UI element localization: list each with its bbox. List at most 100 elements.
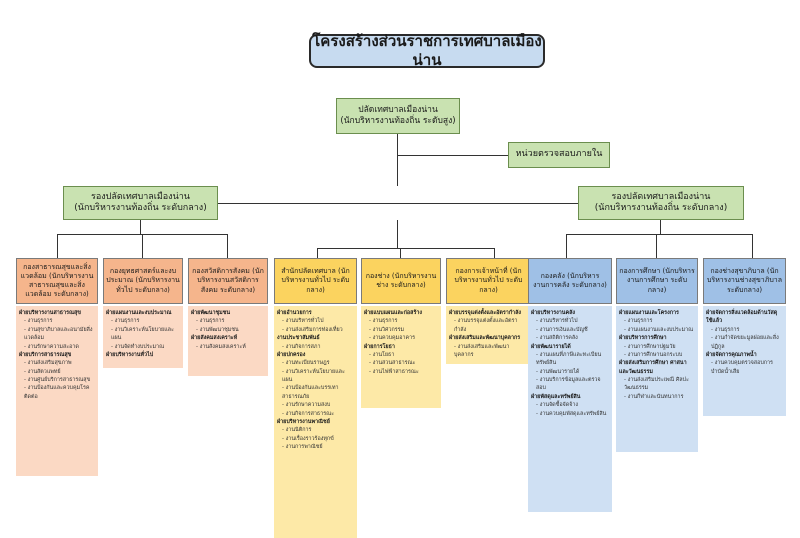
department-sections-8: ฝ่ายแผนงานและโครงการ- งานธุรการ- งานแผนง… <box>616 306 698 452</box>
section-title: ฝ่ายบรรจุแต่งตั้งและอัตรากำลัง <box>449 310 522 316</box>
section-item: - งานไฟฟ้าสาธารณะ <box>369 368 419 375</box>
section-item: - งานนิติการ <box>282 427 312 434</box>
deputy-left-box: รองปลัดเทศบาลเมืองน่าน (นักบริหารงานท้อง… <box>63 186 218 220</box>
department-sections-9: ฝ่ายจัดการสิ่งแวดล้อมด้านวัสดุใช้แล้ว- ง… <box>703 306 786 416</box>
deputy-right-title: รองปลัดเทศบาลเมืองน่าน <box>611 191 711 202</box>
department-box-4: สำนักปลัดเทศบาล (นักบริหารงานทั่วไป ระดั… <box>274 258 357 304</box>
department-box-3: กองสวัสดิการสังคม (นักบริหารงานสวัสดิการ… <box>188 258 268 304</box>
section-item: - งานวิศวกรรม <box>369 326 405 333</box>
section-title: ฝ่ายพัฒนารายได้ <box>531 343 571 350</box>
page-title: โครงสร้างส่วนราชการเทศบาลเมืองน่าน <box>309 32 545 69</box>
department-sections-3: ฝ่ายพัฒนาชุมชน- งานธุรการ- งานพัฒนาชุมชน… <box>188 306 268 376</box>
section-title: ฝ่ายแผนงานและโครงการ <box>619 310 679 316</box>
connector-chief-down <box>397 134 398 186</box>
connector-d8 <box>656 234 657 258</box>
connector-d7 <box>566 234 567 258</box>
section-item: - งานการเงินและบัญชี <box>536 326 588 333</box>
deputy-right-rank: (นักบริหารงานท้องถิ่น ระดับกลาง) <box>594 203 728 213</box>
section-item: - งานกิจการสาธารณะ <box>282 410 335 417</box>
section-item: - งานป้องกันและควบคุมโรคติดต่อ <box>24 385 90 400</box>
connector-d5 <box>400 248 401 258</box>
section-title: ฝ่ายจัดการคุณภาพน้ำ <box>706 351 757 358</box>
section-item: - งานควบคุมตรวจสอบการบำบัดน้ำเสีย <box>711 360 773 375</box>
section-title: ฝ่ายส่งเสริมการศึกษา ศาสนาและวัฒนธรรม <box>619 360 687 375</box>
section-item: - งานจัดซื้อจัดจ้าง <box>536 402 579 409</box>
connector-d1 <box>57 234 58 258</box>
section-item: - งานป้องกันและบรรเทาสาธารณภัย <box>282 385 339 400</box>
section-item: - งานโยธา <box>369 351 395 358</box>
department-box-8: กองการศึกษา (นักบริหารงานการศึกษา ระดับก… <box>616 258 698 304</box>
department-box-2: กองยุทธศาสตร์และงบประมาณ (นักบริหารงานทั… <box>103 258 183 304</box>
section-item: - งานธุรการ <box>24 318 53 325</box>
section-item: - งานสัตวแพทย์ <box>24 368 61 375</box>
section-item: - งานการพาณิชย์ <box>282 444 323 450</box>
section-title: ฝ่ายบริการสาธารณสุข <box>19 351 72 358</box>
section-item: - งานธุรการ <box>196 318 225 325</box>
connector-d6 <box>494 248 495 258</box>
connector-center-down <box>397 220 398 248</box>
section-title: ฝ่ายบริหารงานคลัง <box>531 310 576 316</box>
section-title: ฝ่ายจัดการสิ่งแวดล้อมด้านวัสดุใช้แล้ว <box>706 310 778 325</box>
department-box-7: กองคลัง (นักบริหารงานการคลัง ระดับกลาง) <box>528 258 612 304</box>
section-item: - งานธุรการ <box>369 318 398 325</box>
section-title: ฝ่ายอำนวยการ <box>277 310 312 316</box>
connector-d9 <box>752 234 753 258</box>
section-item: - งานบรรจุแต่งตั้งและอัตรากำลัง <box>454 318 518 333</box>
audit-box: หน่วยตรวจสอบภายใน <box>508 142 610 168</box>
section-item: - งานควบคุมพัสดุและทรัพย์สิน <box>536 410 607 417</box>
connector-d3 <box>227 234 228 258</box>
section-item: - งานบริหารทั่วไป <box>282 318 324 325</box>
section-title: ฝ่ายส่งเสริมและพัฒนาบุคลากร <box>449 335 521 342</box>
department-sections-6: ฝ่ายบรรจุแต่งตั้งและอัตรากำลัง - งานบรรจุ… <box>446 306 531 364</box>
deputy-left-title: รองปลัดเทศบาลเมืองน่าน <box>91 191 190 202</box>
section-title: ฝ่ายบริหารงานสาธารณสุข <box>19 310 81 316</box>
section-title: ฝ่ายบริหารงานพาณิชย์ <box>277 418 330 425</box>
department-sections-2: ฝ่ายแผนงานและงบประมาณ - งานธุรการ- งานวิเ… <box>103 306 183 368</box>
section-item: - งานส่งเสริมและพัฒนาบุคลากร <box>454 343 510 358</box>
section-item: - งานธุรการ <box>624 318 653 325</box>
section-item: - งานรักษาความสะอาด <box>24 343 79 350</box>
section-item: - งานบริการข้อมูลและตรวจสอบ <box>536 377 601 392</box>
section-title: ฝ่ายการโยธา <box>364 343 395 350</box>
section-item: - งานกิจการสภา <box>282 343 321 350</box>
section-title: ฝ่ายบริหารงานทั่วไป <box>106 351 154 358</box>
section-item: - งานศูนย์บริการสาธารณสุข <box>24 377 91 383</box>
section-item: - งานจัดทำงบประมาณ <box>111 343 165 350</box>
section-item: - งานสุขาภิบาลและอนามัยสิ่งแวดล้อม <box>24 326 93 342</box>
chief-box: ปลัดเทศบาลเมืองน่าน (นักบริหารงานท้องถิ่… <box>336 98 460 134</box>
section-item: - งานแผนที่ภาษีและทะเบียนทรัพย์สิน <box>536 351 602 367</box>
section-title: ฝ่ายปกครอง <box>277 351 306 358</box>
section-title: ฝ่ายสังคมสงเคราะห์ <box>191 335 238 342</box>
section-item: - งานธุรการ <box>711 326 740 333</box>
section-item: - งานส่งเสริมประเพณี ศิลปะ วัฒนธรรม <box>624 377 689 392</box>
section-title: ฝ่ายพัสดุและทรัพย์สิน <box>531 393 581 400</box>
section-item: - งานการศึกษาปฐมวัย <box>624 343 676 350</box>
section-item: - งานสถิติการคลัง <box>536 335 578 342</box>
section-item: - งานเรื่องราวร้องทุกข์ <box>282 435 334 442</box>
chief-title: ปลัดเทศบาลเมืองน่าน <box>358 105 438 116</box>
department-box-9: กองช่างสุขาภิบาล (นักบริหารงานช่างสุขาภิ… <box>703 258 786 304</box>
department-box-6: กองการเจ้าหน้าที่ (นักบริหารงานทั่วไป ระ… <box>446 258 531 304</box>
section-item: - งานสังคมสงเคราะห์ <box>196 343 246 350</box>
section-title: ฝ่ายแบบแผนและก่อสร้าง <box>364 310 422 316</box>
chief-rank: (นักบริหารงานท้องถิ่น ระดับสูง) <box>340 116 456 126</box>
connector-deputies <box>218 203 578 204</box>
deputy-right-box: รองปลัดเทศบาลเมืองน่าน (นักบริหารงานท้อง… <box>578 186 744 220</box>
section-item: - งานส่งเสริมการท่องเที่ยว <box>282 326 343 333</box>
section-item: - งานกีฬาและนันทนาการ <box>624 393 684 400</box>
connector-deputy-left-down <box>140 220 141 234</box>
section-item: - งานธุรการ <box>111 318 140 325</box>
section-item: - งานสวนสาธารณะ <box>369 360 416 367</box>
section-item: - งานควบคุมอาคาร <box>369 335 416 342</box>
department-sections-1: ฝ่ายบริหารงานสาธารณสุข - งานธุรการ- งานสุ… <box>16 306 98 476</box>
department-sections-4: ฝ่ายอำนวยการ - งานบริหารทั่วไป- งานส่งเสร… <box>274 306 357 538</box>
deputy-left-rank: (นักบริหารงานท้องถิ่น ระดับกลาง) <box>74 203 207 213</box>
connector-d2 <box>142 234 143 258</box>
connector-deputy-right-down <box>660 220 661 234</box>
section-item: - งานวิเคราะห์นโยบายและแผน <box>111 326 174 342</box>
connector-d4 <box>317 248 318 258</box>
section-title: ฝ่ายแผนงานและงบประมาณ <box>106 310 172 316</box>
connector-right-bus <box>566 234 752 235</box>
section-title: ฝ่ายบริหารการศึกษา <box>619 335 667 342</box>
section-item: - งานพัฒนารายได้ <box>536 368 580 375</box>
